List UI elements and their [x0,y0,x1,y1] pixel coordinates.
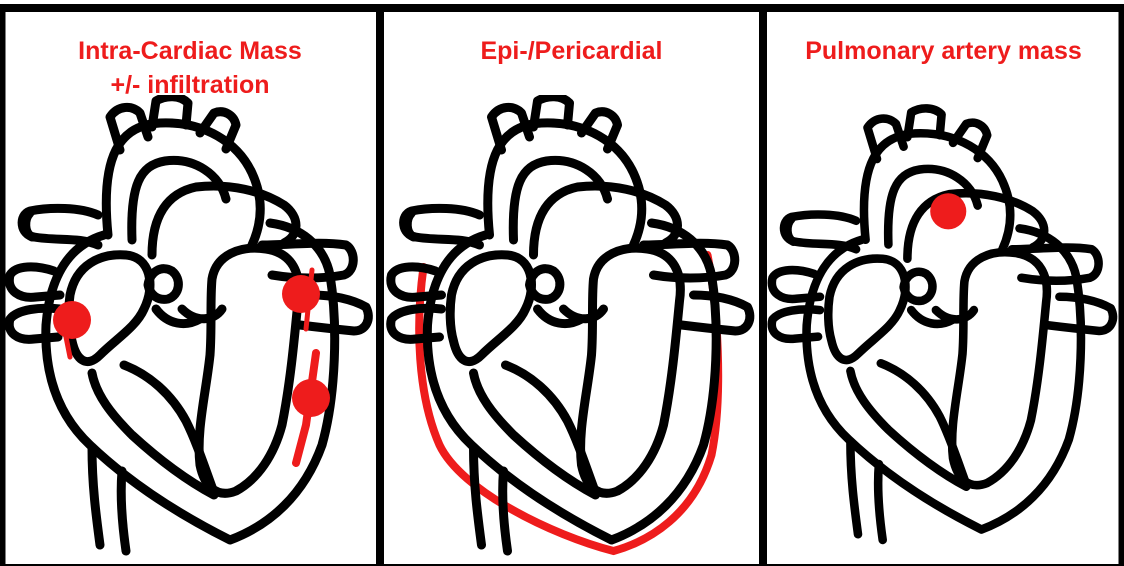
panel-pericardial: Epi-/Pericardial [380,0,763,566]
panel-title-intracardiac: Intra-Cardiac Mass +/- infiltration [0,34,380,102]
mass-left-ventricle-wall-upper [282,275,320,313]
panel-intracardiac: Intra-Cardiac Mass +/- infiltration [0,0,380,566]
heart-illustration [0,95,380,566]
panel-title-pericardial: Epi-/Pericardial [380,34,763,68]
panel-title-line1: Epi-/Pericardial [380,34,763,68]
panel-title-line1: Pulmonary artery mass [763,34,1124,68]
mass-left-ventricle-wall-lower [292,379,330,417]
heart-illustration [380,95,763,566]
panel-pulmonary-artery: Pulmonary artery mass [763,0,1124,566]
pericardial-outline [419,255,718,551]
panel-title-pulmonary: Pulmonary artery mass [763,34,1124,68]
panel-title-line1: Intra-Cardiac Mass [0,34,380,68]
mass-right-atrium [53,301,91,339]
mass-pulmonary-artery [930,193,966,229]
heart-illustration [763,95,1124,566]
